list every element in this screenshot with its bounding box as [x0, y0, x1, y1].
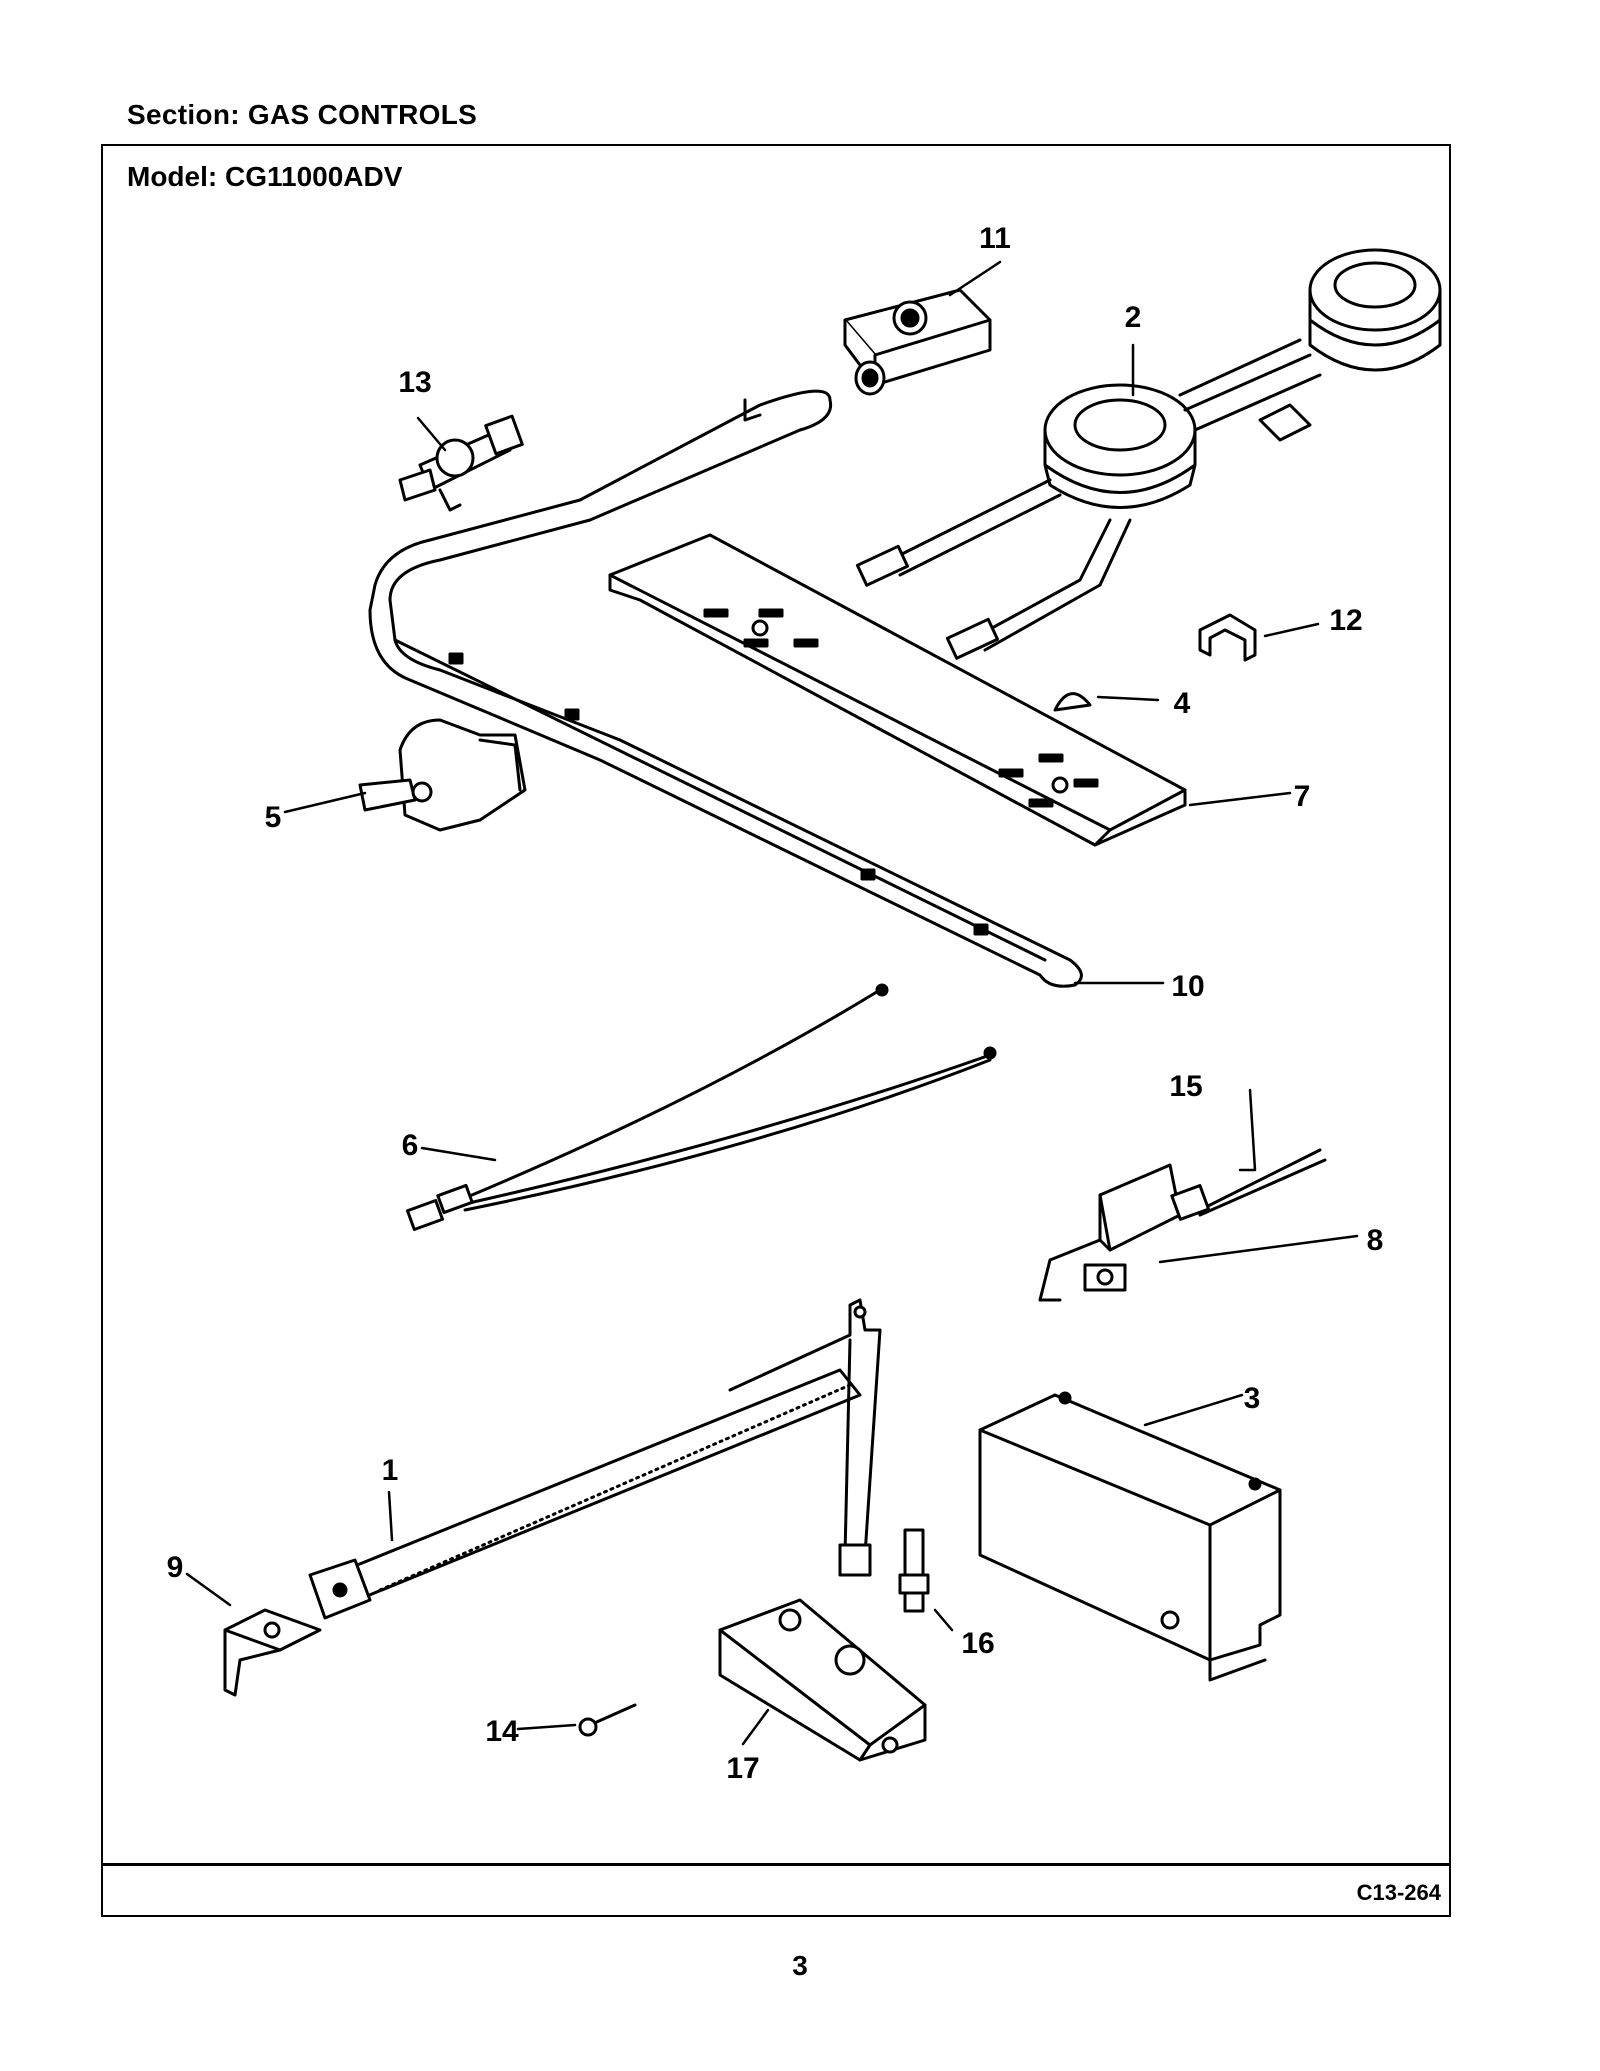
callout-2: 2 [1125, 301, 1142, 334]
part-4-cap [1053, 692, 1092, 712]
callout-8: 8 [1367, 1224, 1384, 1257]
callout-4: 4 [1174, 687, 1191, 720]
callout-1: 1 [382, 1454, 399, 1487]
diagram-frame [101, 144, 1451, 1917]
callout-10: 10 [1171, 970, 1204, 1003]
part-14-screw [578, 1703, 637, 1737]
callout-13: 13 [398, 366, 431, 399]
callout-15: 15 [1169, 1070, 1202, 1103]
part-7-support-bracket [608, 533, 1187, 847]
part-8-pilot-assembly [1038, 1148, 1327, 1302]
part-1-burner-tube [308, 1298, 882, 1620]
part-3-shield [978, 1391, 1282, 1682]
part-17-safety-valve [718, 1598, 927, 1762]
leader-arrows [185, 260, 1359, 1746]
section-title: Section: GAS CONTROLS [127, 99, 478, 130]
callout-14: 14 [485, 1715, 519, 1748]
callout-17: 17 [726, 1752, 759, 1785]
part-2-burner-assembly [855, 248, 1442, 660]
callout-12: 12 [1329, 604, 1362, 637]
part-12-clip [1198, 613, 1257, 662]
footer-divider [101, 1863, 1451, 1866]
callout-labels: 1 2 3 4 5 6 7 8 9 10 11 12 13 14 15 16 1… [167, 222, 1384, 1785]
part-16-orifice [898, 1528, 930, 1613]
part-6-leads [405, 983, 997, 1232]
callout-11: 11 [979, 222, 1011, 255]
model-title: Model: CG11000ADV [127, 161, 403, 192]
callout-16: 16 [961, 1627, 994, 1660]
part-9-bracket [223, 1608, 322, 1697]
callout-6: 6 [402, 1129, 419, 1162]
callout-3: 3 [1244, 1382, 1261, 1415]
callout-9: 9 [167, 1551, 184, 1584]
diagram-code: C13-264 [1356, 1880, 1441, 1905]
part-11-bracket [843, 288, 992, 396]
part-5-ignition-switch [358, 718, 527, 832]
callout-7: 7 [1294, 780, 1311, 813]
callout-5: 5 [265, 801, 282, 834]
part-13-valve [398, 414, 524, 512]
page-number: 3 [792, 1950, 808, 1981]
part-10-manifold [368, 389, 1083, 988]
